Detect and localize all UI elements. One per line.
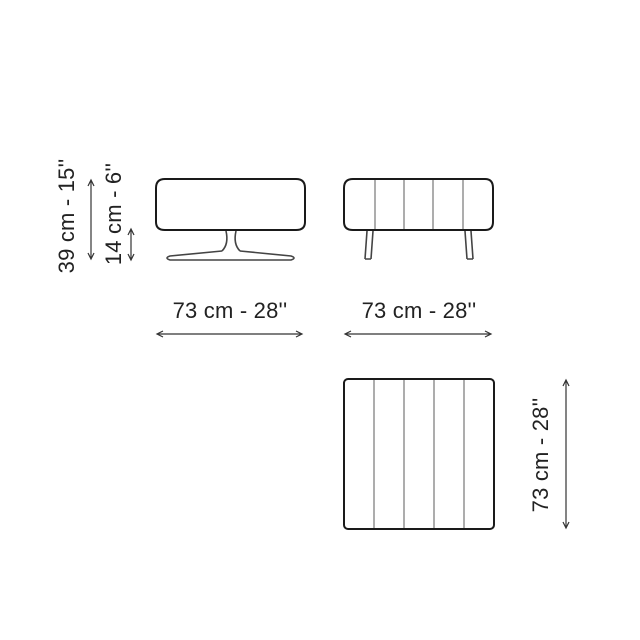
base-height-label: 14 cm - 6'' <box>101 163 126 265</box>
base-height-arrowhead-bottom <box>127 253 135 262</box>
side-view-cushion <box>343 178 494 231</box>
side-view-leg-right <box>464 230 474 260</box>
side-view-leg-left <box>364 230 374 260</box>
side-view <box>343 178 494 260</box>
side-width-label: 73 cm - 28'' <box>362 298 477 323</box>
total-height-label: 39 cm - 15'' <box>54 159 79 274</box>
top-depth-arrowhead-top <box>562 378 570 387</box>
top-depth-label: 73 cm - 28'' <box>528 398 553 513</box>
front-view-cushion <box>155 178 306 231</box>
front-view-base <box>166 250 295 261</box>
side-width-dimension: 73 cm - 28'' <box>343 298 493 338</box>
side-width-arrowhead-left <box>343 330 352 338</box>
total-height-dimension: 39 cm - 15'' <box>54 159 95 274</box>
front-width-arrowhead-left <box>155 330 164 338</box>
total-height-arrowhead-top <box>87 178 95 187</box>
side-width-arrowhead-right <box>484 330 493 338</box>
front-width-arrowhead-right <box>295 330 304 338</box>
front-width-label: 73 cm - 28'' <box>173 298 288 323</box>
front-width-dimension: 73 cm - 28'' <box>155 298 304 338</box>
top-depth-dimension: 73 cm - 28'' <box>528 378 570 530</box>
total-height-arrowhead-bottom <box>87 252 95 261</box>
top-view <box>343 378 495 530</box>
base-height-arrowhead-top <box>127 227 135 236</box>
base-height-dimension: 14 cm - 6'' <box>101 163 135 265</box>
top-view-outline <box>343 378 495 530</box>
top-depth-arrowhead-bottom <box>562 521 570 530</box>
front-view-stem <box>221 230 241 252</box>
front-view <box>155 178 306 261</box>
